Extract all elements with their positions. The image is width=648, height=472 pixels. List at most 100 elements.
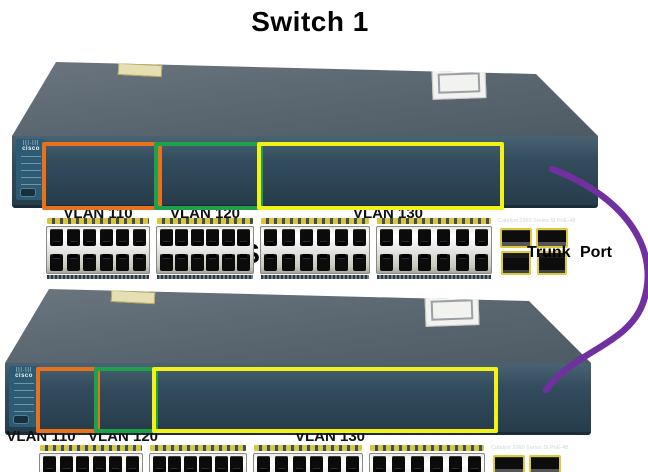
rj45-port [92,456,106,472]
rj45-port [264,229,277,246]
led-labels [21,156,41,186]
rj45-port [76,456,90,472]
vent-strip [157,275,253,279]
rj45-port [160,254,173,271]
rj45-port [380,254,393,271]
rj45-port [475,254,488,271]
rj45-port [59,456,73,472]
port-bezel [376,226,492,274]
rj45-port [109,456,123,472]
port-number-strip [47,218,149,224]
port-number-strip [261,218,369,224]
sfp-uplink-port-1 [500,228,532,248]
rj45-port [221,254,235,271]
shipping-label [424,293,480,327]
rj45-port [175,254,189,271]
rj45-port [418,229,431,246]
rj45-port [373,456,386,472]
switch-front-panel: |||.||| cisco [5,363,591,472]
rj45-port [168,456,182,472]
rj45-port [66,254,80,271]
rj45-port [352,254,366,271]
rj45-port [66,229,80,246]
port-bezel [149,453,247,472]
rj45-port [345,456,359,472]
rj45-port [190,229,204,246]
port-number-strip [157,218,253,224]
rj45-port [380,229,393,246]
rj45-port [116,254,130,271]
port-row [160,254,250,271]
port-bezel [369,453,485,472]
rj45-port [281,254,295,271]
vlan-110-box-switch2 [36,367,100,433]
rj45-port [456,254,469,271]
port-number-strip [370,445,484,451]
rj45-port [175,229,189,246]
port-block-1 [46,218,150,279]
rj45-port [190,254,204,271]
port-bezel [253,453,363,472]
rj45-port [335,254,349,271]
cisco-bridge-logo-icon: |||.||| [15,367,33,373]
port-row [153,456,243,472]
rj45-port [264,254,277,271]
port-row [380,254,488,271]
rj45-port [418,254,431,271]
port-block-4 [376,218,492,279]
rj45-port [437,229,450,246]
port-number-strip [40,445,142,451]
rj45-port [206,254,220,271]
shipping-label [431,66,487,100]
rj45-port [335,229,349,246]
port-number-strip [377,218,491,224]
switch-top-surface [5,289,591,363]
port-block-3 [253,445,363,472]
sfp-uplink-port-2-trunk [529,455,561,472]
rj45-port [399,229,412,246]
vlan-110-box-switch1 [42,142,162,210]
rj45-uplink-port-1 [501,251,531,275]
rj45-port [328,456,342,472]
rj45-port [236,229,250,246]
rj45-port [392,456,405,472]
status-led-panel: |||.||| cisco [16,139,46,200]
vent-strip [47,275,149,279]
port-number-strip [150,445,246,451]
rj45-port [352,229,366,246]
rj45-port [50,229,63,246]
rj45-port [99,229,113,246]
rj45-port [475,229,488,246]
trunk-port-label: Trunk Port [527,244,613,261]
rj45-port [199,456,213,472]
port-block-2 [156,218,254,279]
rj45-port [214,456,228,472]
switch-top-surface [12,62,598,136]
port-bezel [260,226,370,274]
sfp-uplink-port-1 [493,455,525,472]
port-row [50,254,146,271]
vent-strip [377,275,491,279]
rj45-port [132,254,146,271]
vlan-120-box-switch2 [94,367,158,433]
mode-button [13,415,29,424]
port-row [257,456,359,472]
cisco-wordmark: cisco [22,146,40,152]
port-bezel [39,453,143,472]
port-row [160,229,250,246]
port-row [264,229,366,246]
port-block-1 [39,445,143,472]
mode-button [20,188,36,197]
port-row [264,254,366,271]
rj45-port [430,456,443,472]
rj45-port [281,229,295,246]
vent-strip [261,275,369,279]
uplink-port-cluster: Catalyst 2960 Series SI PoE-48 [491,445,587,472]
rj45-port [153,456,166,472]
rj45-port [456,229,469,246]
status-led-panel: |||.||| cisco [9,366,39,427]
port-row [43,456,139,472]
switch-2-image: |||.||| cisco [5,285,597,472]
model-label: Catalyst 2960 Series SI PoE-48 [498,218,576,224]
